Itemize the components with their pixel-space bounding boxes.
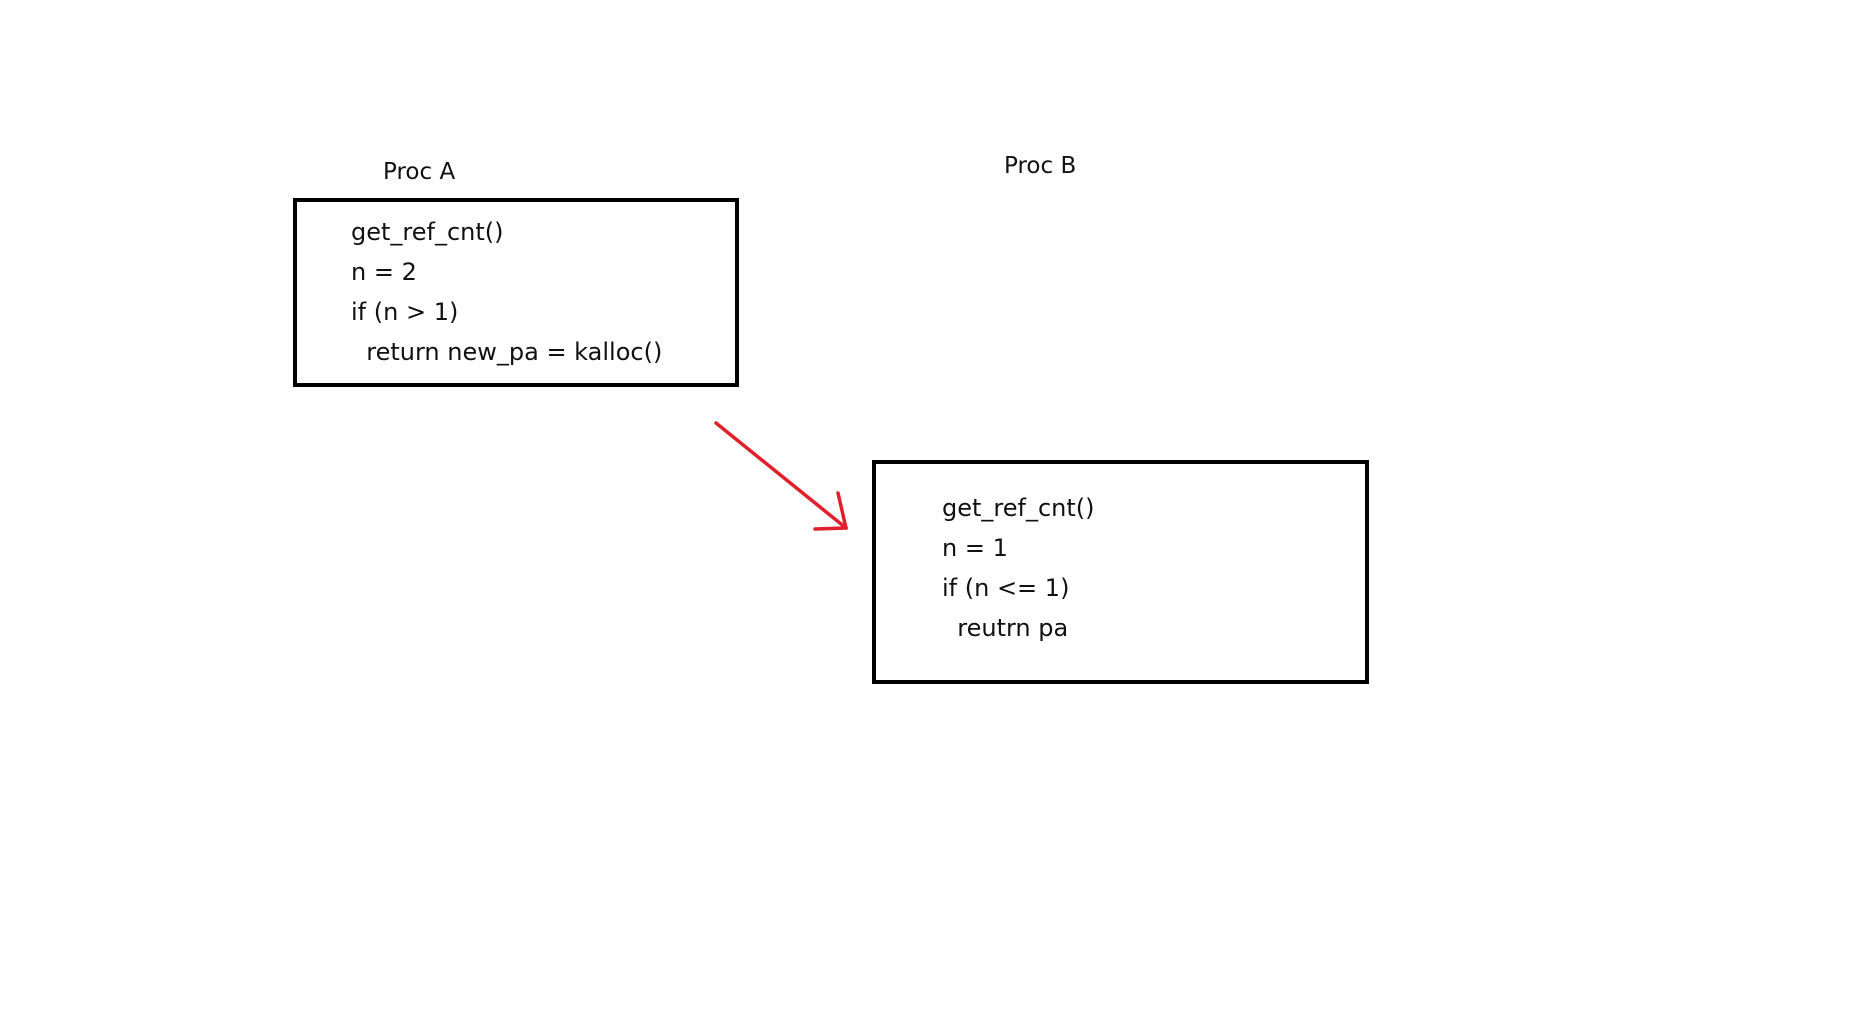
proc-b-line-2: n = 1: [942, 534, 1008, 562]
proc-b-line-1: get_ref_cnt(): [942, 494, 1095, 522]
proc-b-box: get_ref_cnt() n = 1 if (n <= 1) reutrn p…: [872, 460, 1369, 684]
proc-b-line-3: if (n <= 1): [942, 574, 1070, 602]
proc-a-box: get_ref_cnt() n = 2 if (n > 1) return ne…: [293, 198, 739, 387]
proc-a-line-1: get_ref_cnt(): [351, 218, 504, 246]
proc-b-line-4: reutrn pa: [942, 614, 1069, 642]
proc-b-title: Proc B: [1004, 153, 1077, 179]
proc-a-line-3: if (n > 1): [351, 298, 459, 326]
arrow-head-lower: [813, 526, 848, 531]
proc-a-title: Proc A: [383, 159, 456, 185]
proc-a-line-4: return new_pa = kalloc(): [351, 338, 663, 366]
arrow-head-upper: [836, 491, 848, 530]
arrow-shaft: [714, 421, 848, 530]
proc-a-line-2: n = 2: [351, 258, 417, 286]
